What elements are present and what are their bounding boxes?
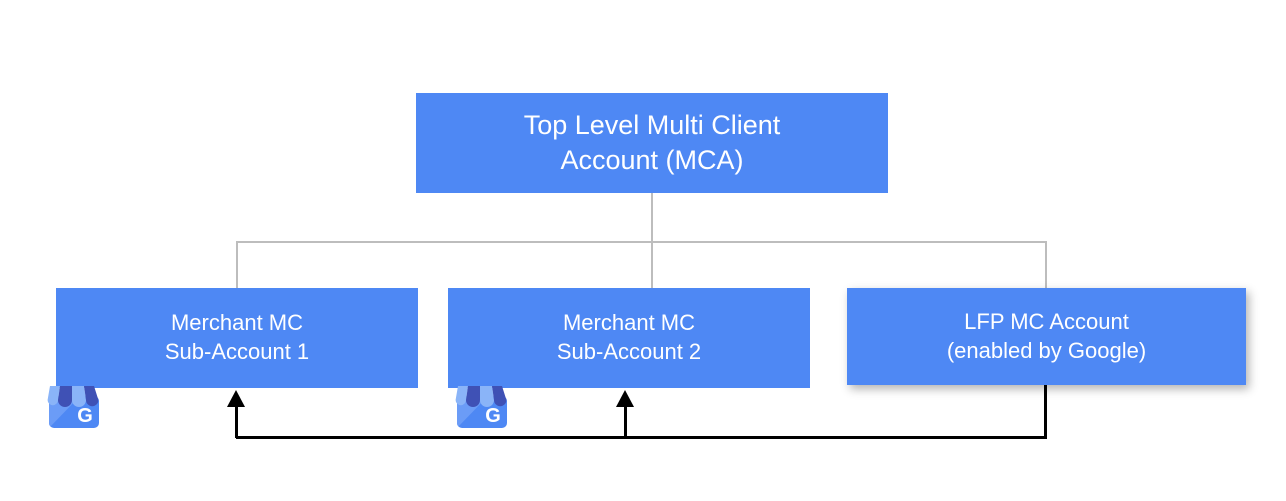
feedback-arrow-bus (236, 436, 1047, 439)
connector-drop-lfp (1045, 241, 1047, 289)
node-top-level-mca[interactable]: Top Level Multi Client Account (MCA) (416, 93, 888, 193)
feedback-arrowhead-merchant-1 (227, 390, 245, 407)
feedback-arrow-stem-lfp (1044, 385, 1047, 439)
node-merchant-sub-account-1[interactable]: Merchant MC Sub-Account 1 (56, 288, 418, 388)
gbp-icon-letter: G (77, 405, 93, 427)
connector-horizontal-bus (236, 241, 1047, 243)
node-merchant-sub-account-1-label: Merchant MC Sub-Account 1 (164, 310, 310, 364)
connector-drop-merchant-2 (651, 241, 653, 289)
node-lfp-mc-account[interactable]: LFP MC Account (enabled by Google) (847, 288, 1246, 385)
gbp-icon-letter: G (485, 405, 501, 427)
connector-drop-merchant-1 (236, 241, 238, 289)
feedback-arrow-stem-merchant-1 (235, 400, 238, 438)
node-merchant-sub-account-2-label: Merchant MC Sub-Account 2 (556, 310, 702, 364)
node-lfp-mc-account-label: LFP MC Account (enabled by Google) (946, 308, 1147, 363)
google-business-profile-icon: G (47, 386, 99, 428)
google-business-profile-icon: G (455, 386, 507, 428)
feedback-arrowhead-merchant-2 (616, 390, 634, 407)
connector-top-stem (651, 193, 653, 243)
node-merchant-sub-account-2[interactable]: Merchant MC Sub-Account 2 (448, 288, 810, 388)
node-top-level-mca-label: Top Level Multi Client Account (MCA) (523, 109, 781, 175)
feedback-arrow-stem-merchant-2 (624, 400, 627, 438)
